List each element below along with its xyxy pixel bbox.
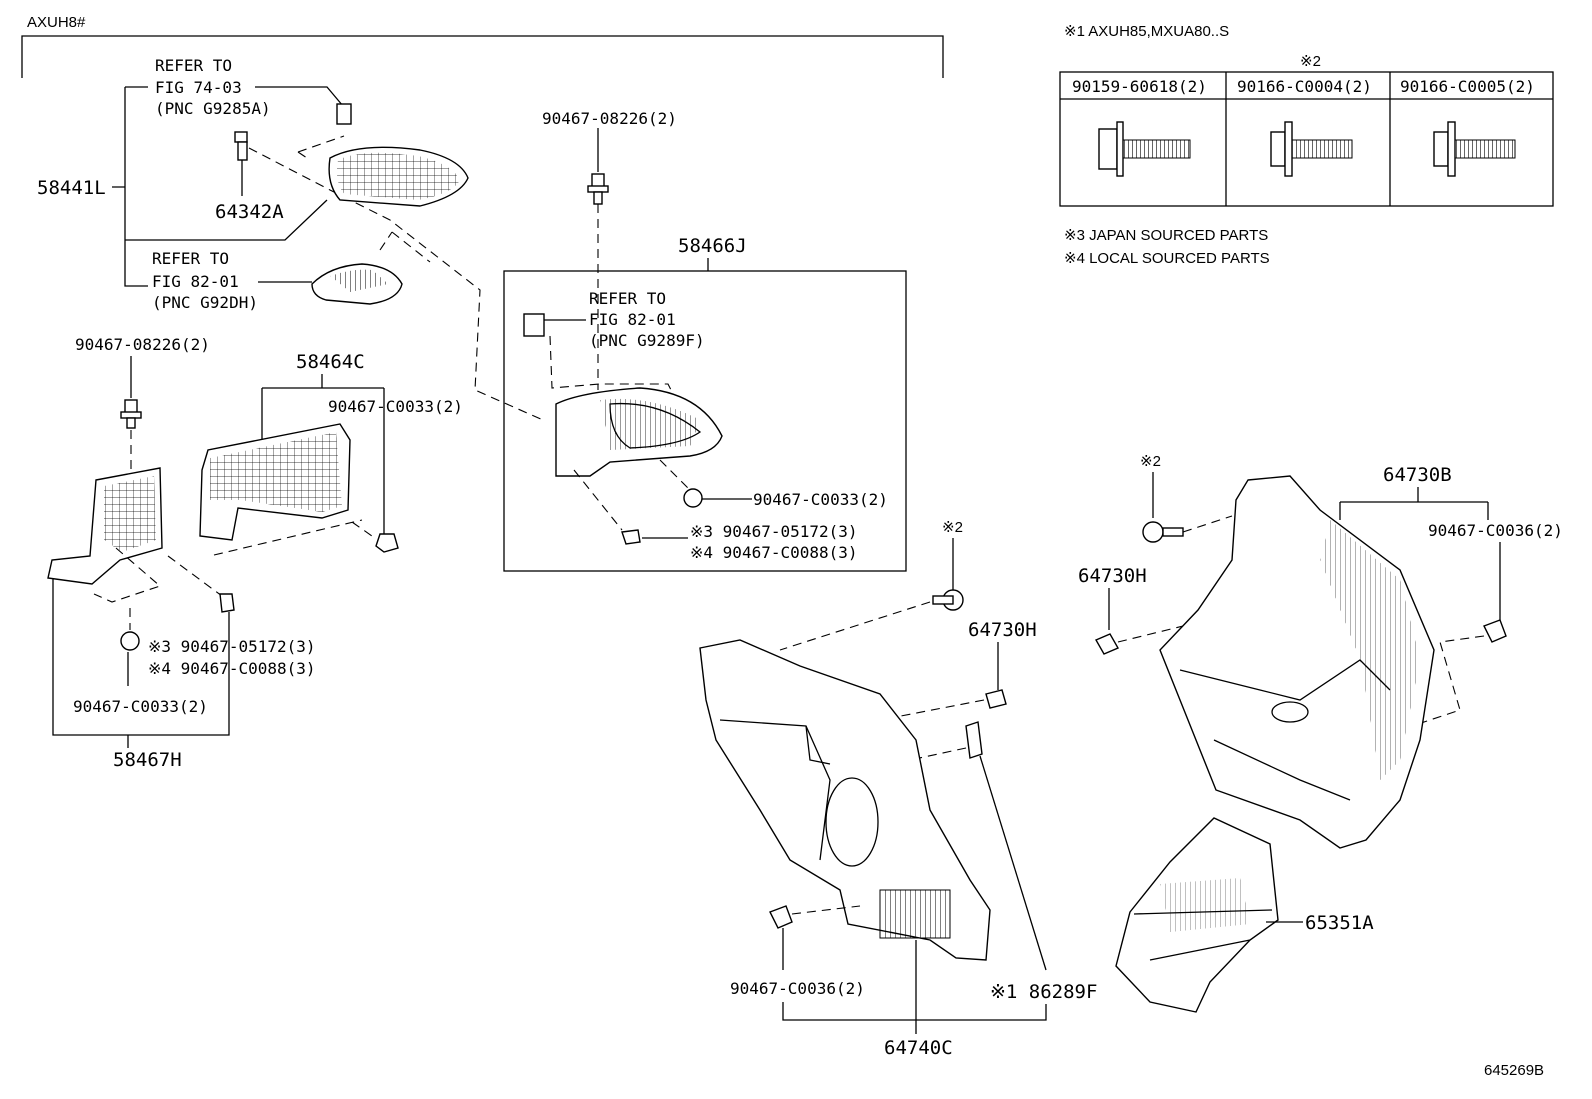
table-col-2: 90166-C0004(2) xyxy=(1237,77,1372,96)
dashed-guide-6 xyxy=(573,459,691,531)
dashed-guide-11 xyxy=(1182,515,1233,533)
clip-90467-08226-top-icon xyxy=(587,173,609,205)
clip-90467-C0033-mid-icon xyxy=(683,488,703,508)
part-90467-C0033-left: 90467-C0033(2) xyxy=(328,397,463,416)
quarter-panel-64730B-icon xyxy=(1159,475,1435,849)
part-90467-08226-left: 90467-08226(2) xyxy=(75,335,210,354)
clip-90467-08226-left-icon xyxy=(120,399,142,429)
clip-90467-C0036-right-icon xyxy=(1483,619,1507,643)
clip-64342A-icon xyxy=(234,131,248,161)
hex-flange-bolt-icon xyxy=(1098,121,1191,177)
clip-64730H-b-icon xyxy=(1095,633,1119,655)
ref3-line1: REFER TO xyxy=(589,289,666,308)
trim-panel-58441L-icon xyxy=(328,146,469,207)
part-58441L: 58441L xyxy=(37,177,106,199)
model-bracket xyxy=(21,35,944,78)
part-90467-C0036-right: 90467-C0036(2) xyxy=(1428,521,1563,540)
bolt-mark2-a-icon xyxy=(1142,521,1184,543)
clip-86289F-icon xyxy=(965,721,983,759)
clip-90467-C0033-left-icon xyxy=(375,533,399,553)
dashed-guide-14 xyxy=(879,699,985,721)
clip-58467H-icon xyxy=(219,593,235,613)
quarter-trim-64740C-icon xyxy=(699,639,991,961)
ref2-line3: (PNC G92DH) xyxy=(152,293,258,312)
86289F-leader xyxy=(979,755,1047,971)
dashed-guide-16 xyxy=(791,905,861,915)
mark-2-a: ※2 xyxy=(1140,453,1161,470)
part-64730H-a: 64730H xyxy=(968,619,1037,641)
dashed-guide-5 xyxy=(549,335,675,397)
trim-panel-58467H-icon xyxy=(47,467,163,585)
ref1-line1: REFER TO xyxy=(155,56,232,75)
note-4: ※4 LOCAL SOURCED PARTS xyxy=(1064,250,1270,267)
ref1-part-icon xyxy=(336,103,352,125)
64730B-bracket xyxy=(1339,487,1489,520)
64740C-bracket xyxy=(782,940,1047,1034)
part-64740C: 64740C xyxy=(884,1037,953,1059)
part-90467-C0033-bottom: 90467-C0033(2) xyxy=(73,697,208,716)
table-col-3: 90166-C0005(2) xyxy=(1400,77,1535,96)
figure-number: 645269B xyxy=(1484,1062,1544,1079)
part-64730H-b: 64730H xyxy=(1078,565,1147,587)
flange-bolt-icon-2 xyxy=(1433,121,1516,177)
part-90467-C0036-bottom: 90467-C0036(2) xyxy=(730,979,865,998)
ref2-part-icon xyxy=(311,263,403,305)
part-65351A: 65351A xyxy=(1305,912,1374,934)
dashed-guide-8 xyxy=(213,519,373,556)
ref1-line3: (PNC G9285A) xyxy=(155,99,271,118)
58464C-bracket xyxy=(261,374,385,534)
ref1-line2: FIG 74-03 xyxy=(155,78,242,97)
bolt-mark2-b-icon xyxy=(932,589,964,611)
ref3-part-icon xyxy=(523,313,545,337)
part-64342A: 64342A xyxy=(215,201,284,223)
trim-panel-58464C-icon xyxy=(199,423,351,541)
part-58464C: 58464C xyxy=(296,351,365,373)
part-90467-C0033-mid: 90467-C0033(2) xyxy=(753,490,888,509)
dashed-guide-13 xyxy=(779,601,931,651)
part-90467-C0088-left: ※4 90467-C0088(3) xyxy=(148,659,316,678)
part-90467-08226-top: 90467-08226(2) xyxy=(542,109,677,128)
part-90467-C0088-mid: ※4 90467-C0088(3) xyxy=(690,543,858,562)
table-col-1: 90159-60618(2) xyxy=(1072,77,1207,96)
part-58467H: 58467H xyxy=(113,749,182,771)
part-64730B: 64730B xyxy=(1383,464,1452,486)
note-3: ※3 JAPAN SOURCED PARTS xyxy=(1064,227,1268,244)
clip-90467-05172-mid-icon xyxy=(621,529,641,545)
fastener-table: 90159-60618(2) 90166-C0004(2) 90166-C000… xyxy=(1059,71,1554,207)
part-90467-05172-left: ※3 90467-05172(3) xyxy=(148,637,316,656)
dashed-guide-9 xyxy=(93,547,223,603)
mark-2-b: ※2 xyxy=(942,519,963,536)
dashed-guide-3 xyxy=(379,231,431,263)
model-code: AXUH8# xyxy=(27,14,86,31)
undercover-65351A-icon xyxy=(1115,817,1279,1013)
note-1: ※1 AXUH85,MXUA80..S xyxy=(1064,23,1229,40)
part-86289F: ※1 86289F xyxy=(990,981,1097,1003)
dashed-guide-2 xyxy=(297,135,345,161)
ref1-leader xyxy=(255,86,344,107)
58466J-box xyxy=(503,270,907,572)
58441L-bracket xyxy=(112,86,328,287)
dashed-guide-1 xyxy=(248,147,544,421)
ref3-line3: (PNC G9289F) xyxy=(589,331,705,350)
clip-64730H-a-icon xyxy=(985,689,1007,709)
flange-bolt-icon xyxy=(1270,121,1353,177)
ref2-line1: REFER TO xyxy=(152,249,229,268)
clip-90467-05172-left-icon xyxy=(120,631,140,651)
ref2-line2: FIG 82-01 xyxy=(152,272,239,291)
trim-panel-58466J-icon xyxy=(555,387,723,477)
58467H-bracket xyxy=(52,578,230,748)
part-58466J: 58466J xyxy=(678,235,747,257)
ref3-line2: FIG 82-01 xyxy=(589,310,676,329)
clip-90467-C0036-bottom-icon xyxy=(769,905,793,929)
note-2-mark: ※2 xyxy=(1300,53,1321,70)
part-90467-05172-mid: ※3 90467-05172(3) xyxy=(690,522,858,541)
